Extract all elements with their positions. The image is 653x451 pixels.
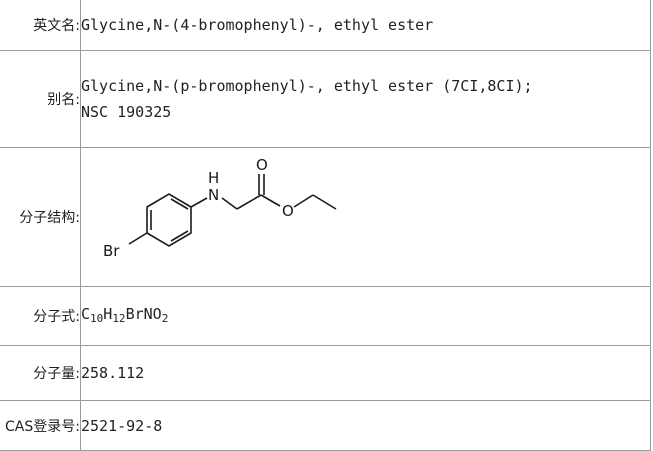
row-cas-number: CAS登录号: 2521-92-8 xyxy=(0,400,651,451)
bond-c-o-ester xyxy=(260,194,281,207)
benzene-ring xyxy=(146,193,192,247)
structure-label: 分子结构: xyxy=(0,147,81,287)
bond-o-ch2 xyxy=(293,194,314,208)
ring-double-bond-3 xyxy=(170,230,189,242)
row-structure: 分子结构: Br N H O xyxy=(0,147,651,287)
formula-brno: BrNO xyxy=(125,304,162,323)
synonym-line-1: Glycine,N-(p-bromophenyl)-, ethyl ester … xyxy=(81,77,533,95)
row-synonyms: 别名: Glycine,N-(p-bromophenyl)-, ethyl es… xyxy=(0,50,651,148)
formula-h: H xyxy=(103,304,113,323)
formula-value: C10H12BrNO2 xyxy=(80,286,651,346)
atom-n: N xyxy=(208,186,219,204)
english-name-label: 英文名: xyxy=(0,0,81,51)
molecular-structure-image: Br N H O O xyxy=(103,156,337,260)
formula-h-count: 12 xyxy=(112,311,126,325)
formula-o-count: 2 xyxy=(161,311,169,325)
synonyms-label: 别名: xyxy=(0,50,81,148)
synonym-line-2: NSC 190325 xyxy=(81,103,172,121)
bond-c-n xyxy=(190,197,208,208)
atom-o-ester: O xyxy=(282,202,294,220)
bond-c-br xyxy=(128,232,148,245)
row-formula: 分子式: C10H12BrNO2 xyxy=(0,286,651,346)
atom-o-carbonyl: O xyxy=(256,156,268,174)
synonyms-value: Glycine,N-(p-bromophenyl)-, ethyl ester … xyxy=(80,50,651,148)
atom-br: Br xyxy=(103,242,120,260)
cas-value: 2521-92-8 xyxy=(80,400,651,451)
bond-ch2-c xyxy=(236,194,262,210)
weight-value: 258.112 xyxy=(80,345,651,401)
ring-double-bond-2 xyxy=(170,198,189,210)
weight-label: 分子量: xyxy=(0,345,81,401)
cas-label: CAS登录号: xyxy=(0,400,81,451)
structure-cell: Br N H O O xyxy=(80,147,651,287)
row-english-name: 英文名: Glycine,N-(4-bromophenyl)-, ethyl e… xyxy=(0,0,651,51)
row-molecular-weight: 分子量: 258.112 xyxy=(0,345,651,401)
formula-c-count: 10 xyxy=(90,311,104,325)
atom-h: H xyxy=(208,169,219,187)
formula-label: 分子式: xyxy=(0,286,81,346)
bond-ch2-ch3 xyxy=(312,194,337,210)
english-name-value: Glycine,N-(4-bromophenyl)-, ethyl ester xyxy=(80,0,651,51)
bond-n-ch2 xyxy=(221,197,238,210)
formula-c: C xyxy=(81,304,91,323)
